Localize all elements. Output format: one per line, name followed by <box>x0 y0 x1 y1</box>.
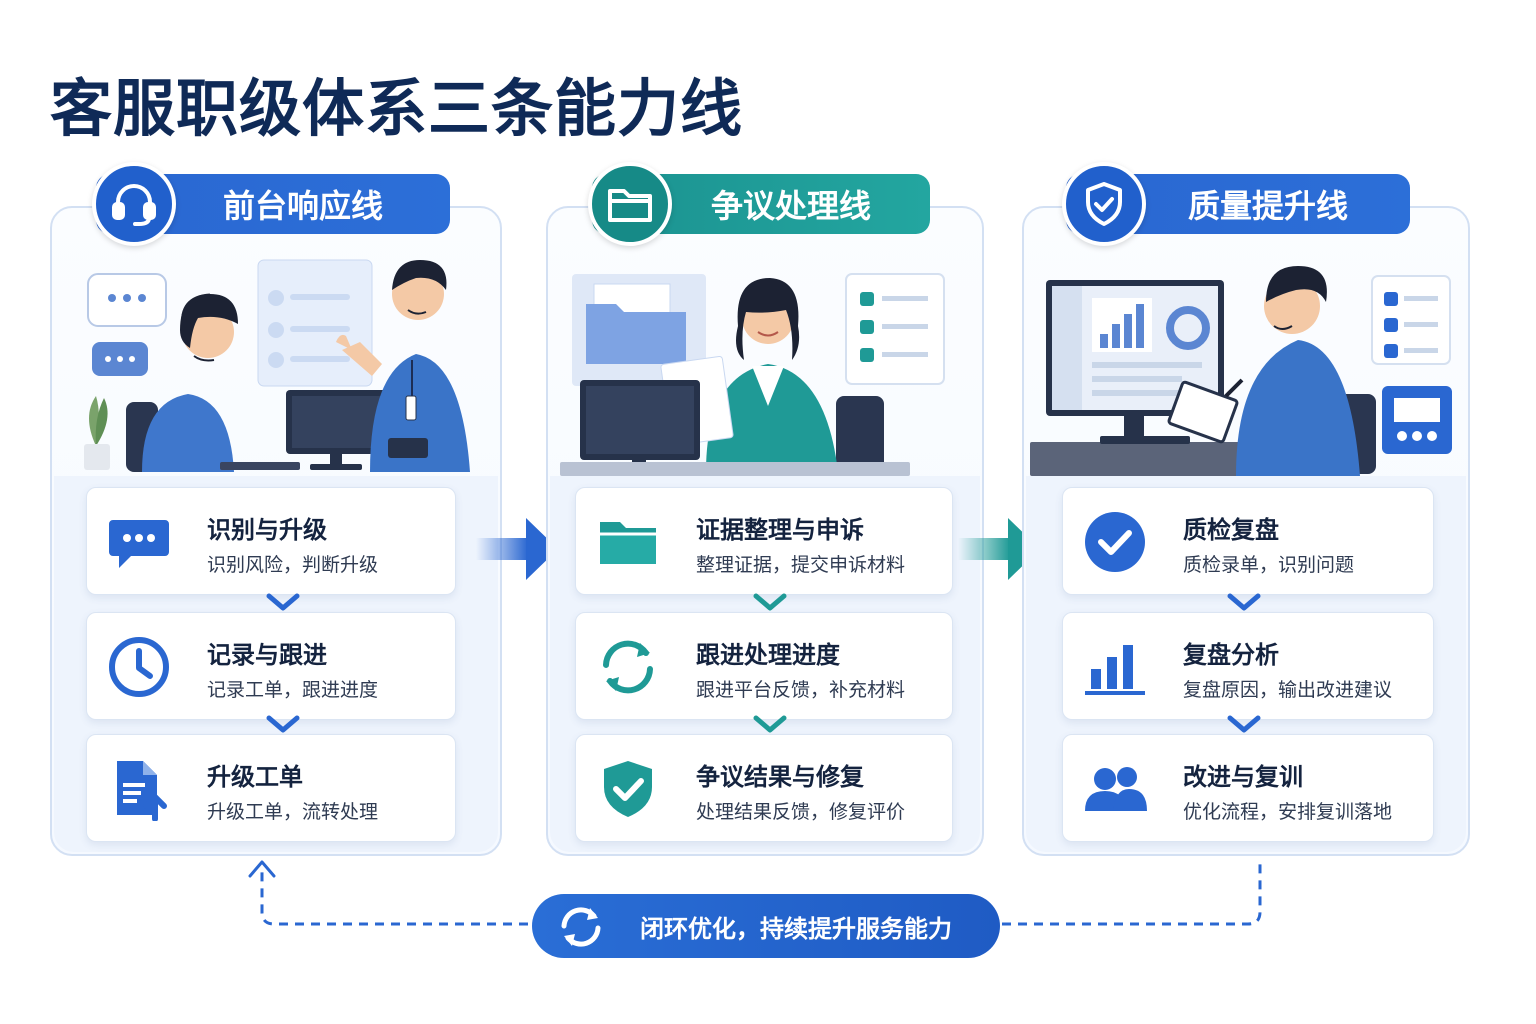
step-desc: 升级工单，流转处理 <box>207 801 379 823</box>
step-card: 记录与跟进 记录工单，跟进进度 <box>86 612 456 720</box>
step-card: 识别与升级 识别风险，判断升级 <box>86 487 456 595</box>
folder-icon <box>600 522 656 564</box>
clock-icon <box>109 637 169 697</box>
bar-chart-icon <box>1085 645 1145 695</box>
step-desc: 跟进平台反馈，补充材料 <box>696 679 906 701</box>
headset-icon <box>92 162 176 246</box>
step-card: 争议结果与修复 处理结果反馈，修复评价 <box>575 734 953 842</box>
badge-dispute: 争议处理线 <box>588 162 930 246</box>
chevron-down-icon <box>1227 715 1261 733</box>
step-desc: 记录工单，跟进进度 <box>207 679 379 701</box>
chevron-down-icon <box>266 593 300 611</box>
step-title: 识别与升级 <box>207 516 327 544</box>
step-title: 争议结果与修复 <box>696 763 864 791</box>
step-card: 质检复盘 质检录单，识别问题 <box>1062 487 1434 595</box>
step-title: 证据整理与申诉 <box>696 516 864 544</box>
step-desc: 优化流程，安排复训落地 <box>1183 801 1393 823</box>
step-card: 证据整理与申诉 整理证据，提交申诉材料 <box>575 487 953 595</box>
step-card: 复盘分析 复盘原因，输出改进建议 <box>1062 612 1434 720</box>
folder-icon <box>588 162 672 246</box>
step-title: 复盘分析 <box>1183 641 1279 669</box>
step-title: 改进与复训 <box>1183 763 1303 791</box>
step-card: 改进与复训 优化流程，安排复训落地 <box>1062 734 1434 842</box>
frontline-scene-illustration <box>84 259 470 472</box>
step-card: 升级工单 升级工单，流转处理 <box>86 734 456 842</box>
shield-check-icon <box>1062 162 1146 246</box>
step-desc: 识别风险，判断升级 <box>207 554 379 576</box>
badge-quality: 质量提升线 <box>1062 162 1410 246</box>
step-desc: 质检录单，识别问题 <box>1183 554 1355 576</box>
flow-arrow-icon <box>476 518 558 580</box>
check-circle-icon <box>1085 512 1145 572</box>
step-desc: 整理证据，提交申诉材料 <box>696 554 906 576</box>
document-upload-icon <box>117 761 167 821</box>
step-title: 质检复盘 <box>1183 516 1279 544</box>
step-desc: 复盘原因，输出改进建议 <box>1183 679 1393 701</box>
loop-label: 闭环优化，持续提升服务能力 <box>640 914 952 943</box>
line-name: 前台响应线 <box>222 187 383 225</box>
chat-icon <box>109 520 169 568</box>
chevron-down-icon <box>1227 593 1261 611</box>
page-title: 客服职级体系三条能力线 <box>50 72 744 145</box>
refresh-icon <box>603 640 653 694</box>
step-title: 跟进处理进度 <box>696 641 840 669</box>
step-card: 跟进处理进度 跟进平台反馈，补充材料 <box>575 612 953 720</box>
badge-frontline: 前台响应线 <box>92 162 450 246</box>
dispute-scene-illustration <box>560 273 945 476</box>
chevron-down-icon <box>753 593 787 611</box>
step-title: 记录与跟进 <box>207 641 327 669</box>
cycle-icon <box>561 907 601 947</box>
line-name: 争议处理线 <box>710 187 871 225</box>
step-desc: 处理结果反馈，修复评价 <box>696 801 906 823</box>
quality-scene-illustration <box>1030 266 1452 476</box>
step-title: 升级工单 <box>207 763 303 791</box>
users-icon <box>1085 767 1147 811</box>
chevron-down-icon <box>266 715 300 733</box>
closed-loop-badge: 闭环优化，持续提升服务能力 <box>532 894 1000 958</box>
chevron-down-icon <box>753 715 787 733</box>
line-name: 质量提升线 <box>1187 187 1348 225</box>
shield-check-icon <box>604 761 652 817</box>
